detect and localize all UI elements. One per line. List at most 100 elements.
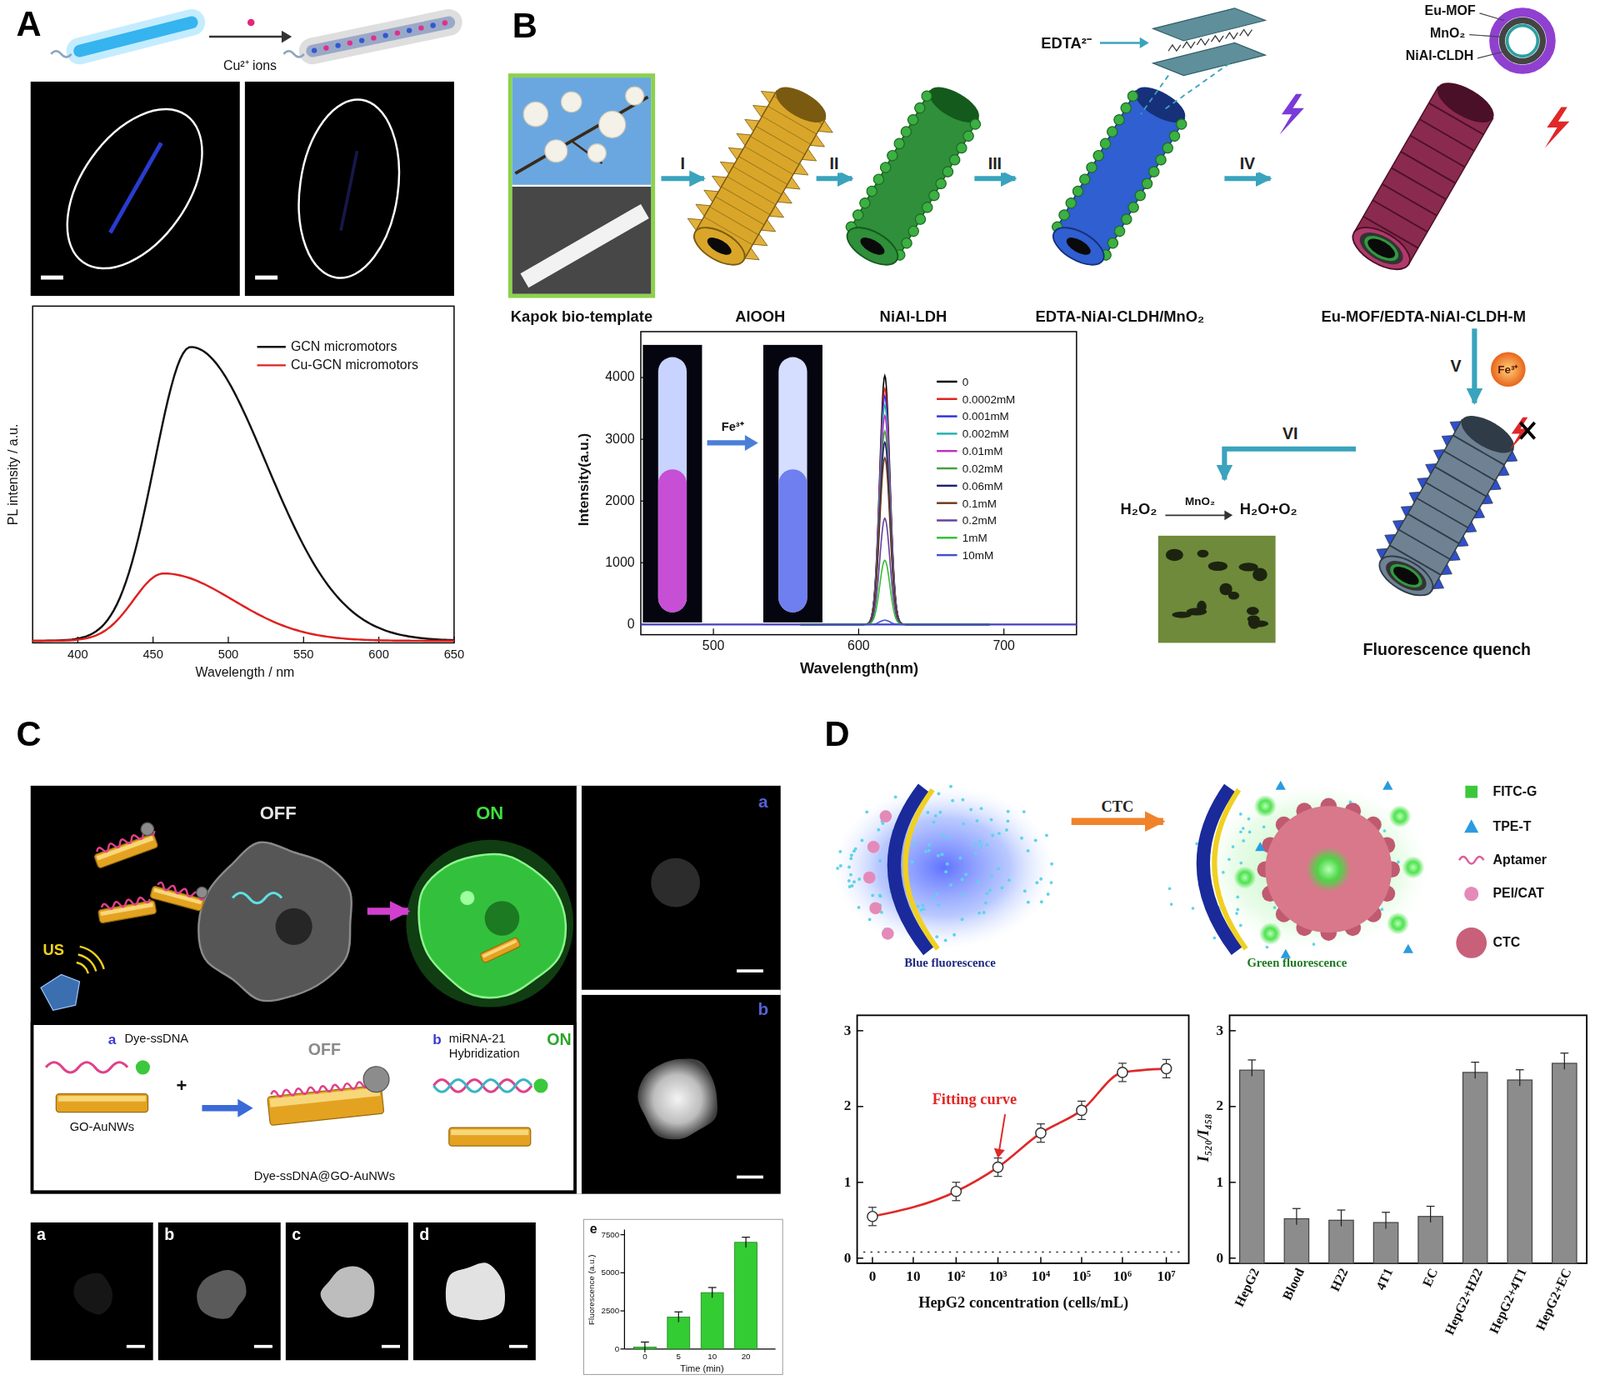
error-bar [1118,1062,1127,1064]
plus-sign: + [176,1075,188,1096]
legend-label: TPE-T [1492,819,1531,835]
probe-dot [1241,826,1245,830]
bead [947,152,962,167]
probe-dot [838,850,842,854]
legend-line [936,380,957,383]
mirna [433,1080,532,1093]
data-point [992,1161,1003,1172]
error-bar [1292,1208,1301,1210]
bar [1240,1070,1265,1264]
step-label: CTC [1098,798,1137,815]
probe-dot [934,814,938,818]
reaction-term: H₂O+O₂ [1240,500,1298,518]
legend-label: 0.01mM [962,445,1004,458]
probe-dot [878,893,882,897]
micrograph [245,81,455,296]
tube-far-end [770,80,832,130]
error-bar [1340,1210,1342,1227]
category-label: EC [1420,1265,1442,1290]
kapok-fiber [520,204,649,288]
sensing-state: Blue fluorescence [828,770,1071,975]
mirna [232,892,282,903]
probe-dot [927,849,931,853]
groove [761,115,810,145]
core-shell-ring [1494,12,1552,70]
nanowire-body [98,900,157,924]
tick-label: 550 [293,648,315,663]
bead [1112,224,1127,239]
copper-site [335,42,340,48]
data-point [1076,1105,1087,1115]
tpe-t [1403,944,1414,954]
legend-swatch [1465,785,1478,799]
tube-eu [1345,75,1500,279]
legend-shape [1464,819,1479,833]
probe-dot [988,888,992,892]
probe-dot [960,917,965,921]
dye [135,1060,150,1075]
probe-dot [940,852,944,856]
legend-sample [1459,856,1484,865]
tpe-t [1275,780,1286,790]
probe-dot [1050,880,1054,885]
scale-bar [126,1345,145,1349]
copper-site [418,25,424,30]
legend-sample [257,346,286,348]
tick-mark [871,1257,873,1264]
probe-dot [852,880,856,884]
cell-image-frame [158,1222,281,1360]
bar [1552,1063,1577,1264]
bead [1125,89,1140,104]
quencher-ball [195,885,209,900]
emission-peak [800,415,990,625]
stage-node: Kapok bio-template [501,67,661,329]
tube-layer [1360,230,1403,266]
cell [198,842,351,1002]
arrow-head [237,1099,253,1118]
bead [1126,200,1141,215]
probe-dot [985,891,989,895]
bead [1174,117,1189,132]
probe-dot [996,866,1000,870]
bead [920,200,935,215]
probe-dot [1039,877,1043,881]
legend-label: 0.002mM [962,427,1010,440]
probe-dot [1035,880,1039,885]
probe-dot [1248,830,1252,835]
nanowire [150,874,210,912]
probe-dot [839,864,843,868]
dna-strand [433,1080,532,1093]
scale-bar [254,1345,273,1349]
subpanel-letter: a [36,1225,46,1245]
edta-molecule [1240,30,1253,36]
probe-dot [1000,885,1004,890]
probe-dot [977,911,981,915]
probe-dot [1213,936,1217,940]
legend-sample [936,380,957,382]
figure-panel: BKapok bio-templateAlOOHNiAl-LDHEDTA-NiA… [471,0,1600,705]
error-bar [1251,1060,1253,1077]
error-bar [1077,1119,1086,1120]
cell-glow [405,840,574,1008]
tick-label: 600 [847,639,870,655]
tick-label: 3 [1216,1022,1225,1040]
probe-dot [1007,878,1011,882]
legend-sample [936,502,957,504]
vial-liquid [658,469,687,612]
quenched-micromotor [340,150,358,231]
fitc-signal [1233,866,1256,890]
ldh-sheet [1153,42,1266,75]
bead [1105,235,1120,250]
tube-glow [80,22,193,51]
figure-panel: COFFON [0,704,796,1390]
subpanel-letter: e [590,1222,598,1238]
probe-dot [936,791,940,795]
process-arrow [974,175,1015,181]
ion-label: Fe³⁺ [1497,363,1519,376]
panel-b-illustration [510,8,1570,644]
tick-mark [713,628,715,635]
groove [739,156,788,185]
cell-state: ON [408,800,572,1018]
tick-label: 10⁵ [1072,1268,1091,1285]
bead [912,100,927,115]
